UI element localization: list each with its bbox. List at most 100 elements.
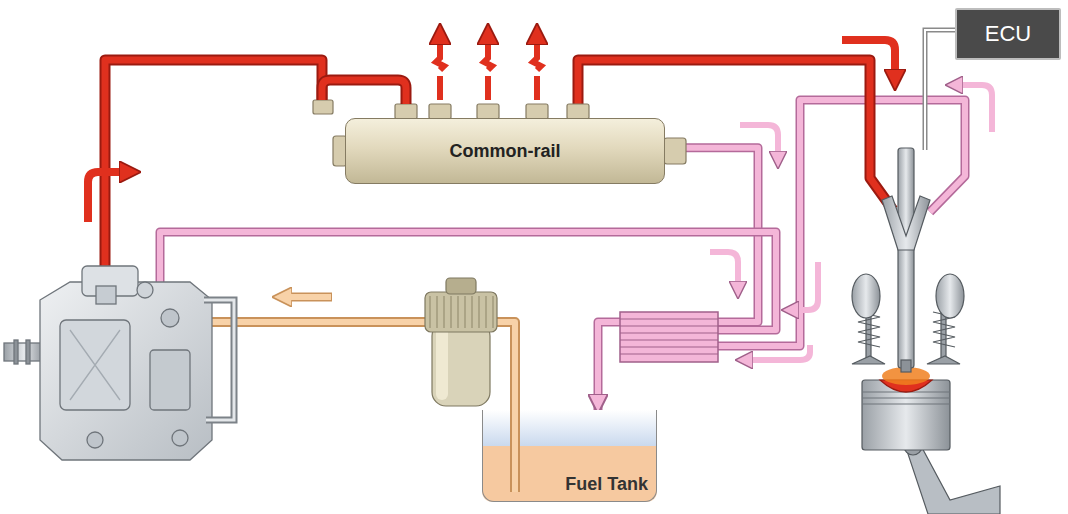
rail-fittings [526,104,548,119]
engine-cylinder [882,196,930,250]
common-rail-box: Common-rail [345,118,665,184]
engine-cylinder [927,356,960,364]
fuel-cooler [620,319,718,354]
node-label: ECU [985,21,1031,47]
high-pressure-pump [14,340,18,364]
node-label: Fuel Tank [565,474,648,495]
rail-fittings [395,104,417,119]
supply-line [283,294,331,300]
engine-cylinder [852,274,880,318]
edge-layer [598,148,758,410]
rail-fittings [477,104,499,119]
high-pressure-line [105,60,322,292]
high-pressure-pump [204,300,234,420]
cooler-fin [620,318,718,319]
return-line [718,100,965,346]
filter-rib [430,296,431,328]
flow-arrows [88,172,130,222]
cooler-fin [620,325,718,326]
high-pressure-pump [40,282,212,460]
flow-arrows [954,85,992,132]
return-line [718,100,965,346]
high-pressure-line [105,60,893,292]
engine-cylinder [862,392,950,404]
flow-arrows [740,125,778,160]
cooler-fin [620,346,718,347]
engine-cylinder [862,380,950,450]
filter-rib [472,296,473,328]
ecu-wire [925,30,955,150]
high-pressure-pump [137,282,153,298]
high-pressure-pump [96,286,116,304]
fuel-filter [430,296,493,328]
node-label: Common-rail [449,141,560,162]
filter-rib [493,296,494,328]
rail-feed [322,80,406,104]
control-unit-box: ECU [955,8,1061,60]
engine-cylinder [906,444,1000,514]
fuel-filter [425,292,497,332]
filter-rib [486,296,487,328]
supply-line [200,322,515,492]
high-pressure-pump [204,300,234,420]
flow-arrows [88,40,992,360]
rail-feed [322,80,406,104]
filter-rib [465,296,466,328]
cooler-fin [620,353,718,354]
supply-line [282,293,332,302]
fuel-cooler [620,312,718,362]
high-pressure-pump [150,350,190,410]
fuel-tank-box: Fuel Tank [482,410,657,502]
high-pressure-pump [172,430,188,446]
engine-cylinder [852,148,1000,514]
fuel-cooler [620,312,718,362]
fuel-filter [446,278,476,294]
ecu-wire [925,30,955,150]
supply-line [200,322,515,492]
tank-fill [482,410,657,502]
rail-fittings [313,100,333,114]
rail-fittings [567,104,589,119]
return-line [160,100,965,346]
fuel-filter [425,278,497,406]
tank-fill [482,446,657,502]
return-connector [598,148,758,410]
high-pressure-pump [26,340,30,364]
high-pressure-pump [161,309,179,327]
flow-arrows [710,252,738,290]
rail-fittings [664,138,686,164]
fuel-filter [432,322,490,406]
engine-cylinder [852,356,885,364]
engine-cylinder [901,360,911,372]
outlet-arrows [436,34,444,100]
flow-arrows [842,40,895,80]
flow-arrows [790,262,818,310]
tank-fill [482,410,657,446]
high-pressure-pump [60,320,130,410]
pipe-outline [598,148,758,410]
outlet-arrows [533,34,541,100]
cooler-fin [620,339,718,340]
rail-feed [322,80,406,104]
cooler-fin [620,332,718,333]
filter-rib [444,296,445,328]
rail-fittings [429,104,451,119]
high-pressure-pump [4,266,234,460]
filter-rib [479,296,480,328]
high-pressure-pump [4,343,44,361]
ecu-wire [925,30,955,150]
high-pressure-pump [70,330,120,400]
filter-rib [458,296,459,328]
filter-rib [437,296,438,328]
high-pressure-line [105,60,322,292]
engine-cylinder [936,274,964,318]
high-pressure-pump [87,432,103,448]
outlet-arrows [436,34,541,100]
outlet-arrows [484,34,492,100]
fuel-filter [436,326,448,400]
filter-rib [451,296,452,328]
return-pipe [598,148,758,410]
engine-cylinder [898,148,914,368]
